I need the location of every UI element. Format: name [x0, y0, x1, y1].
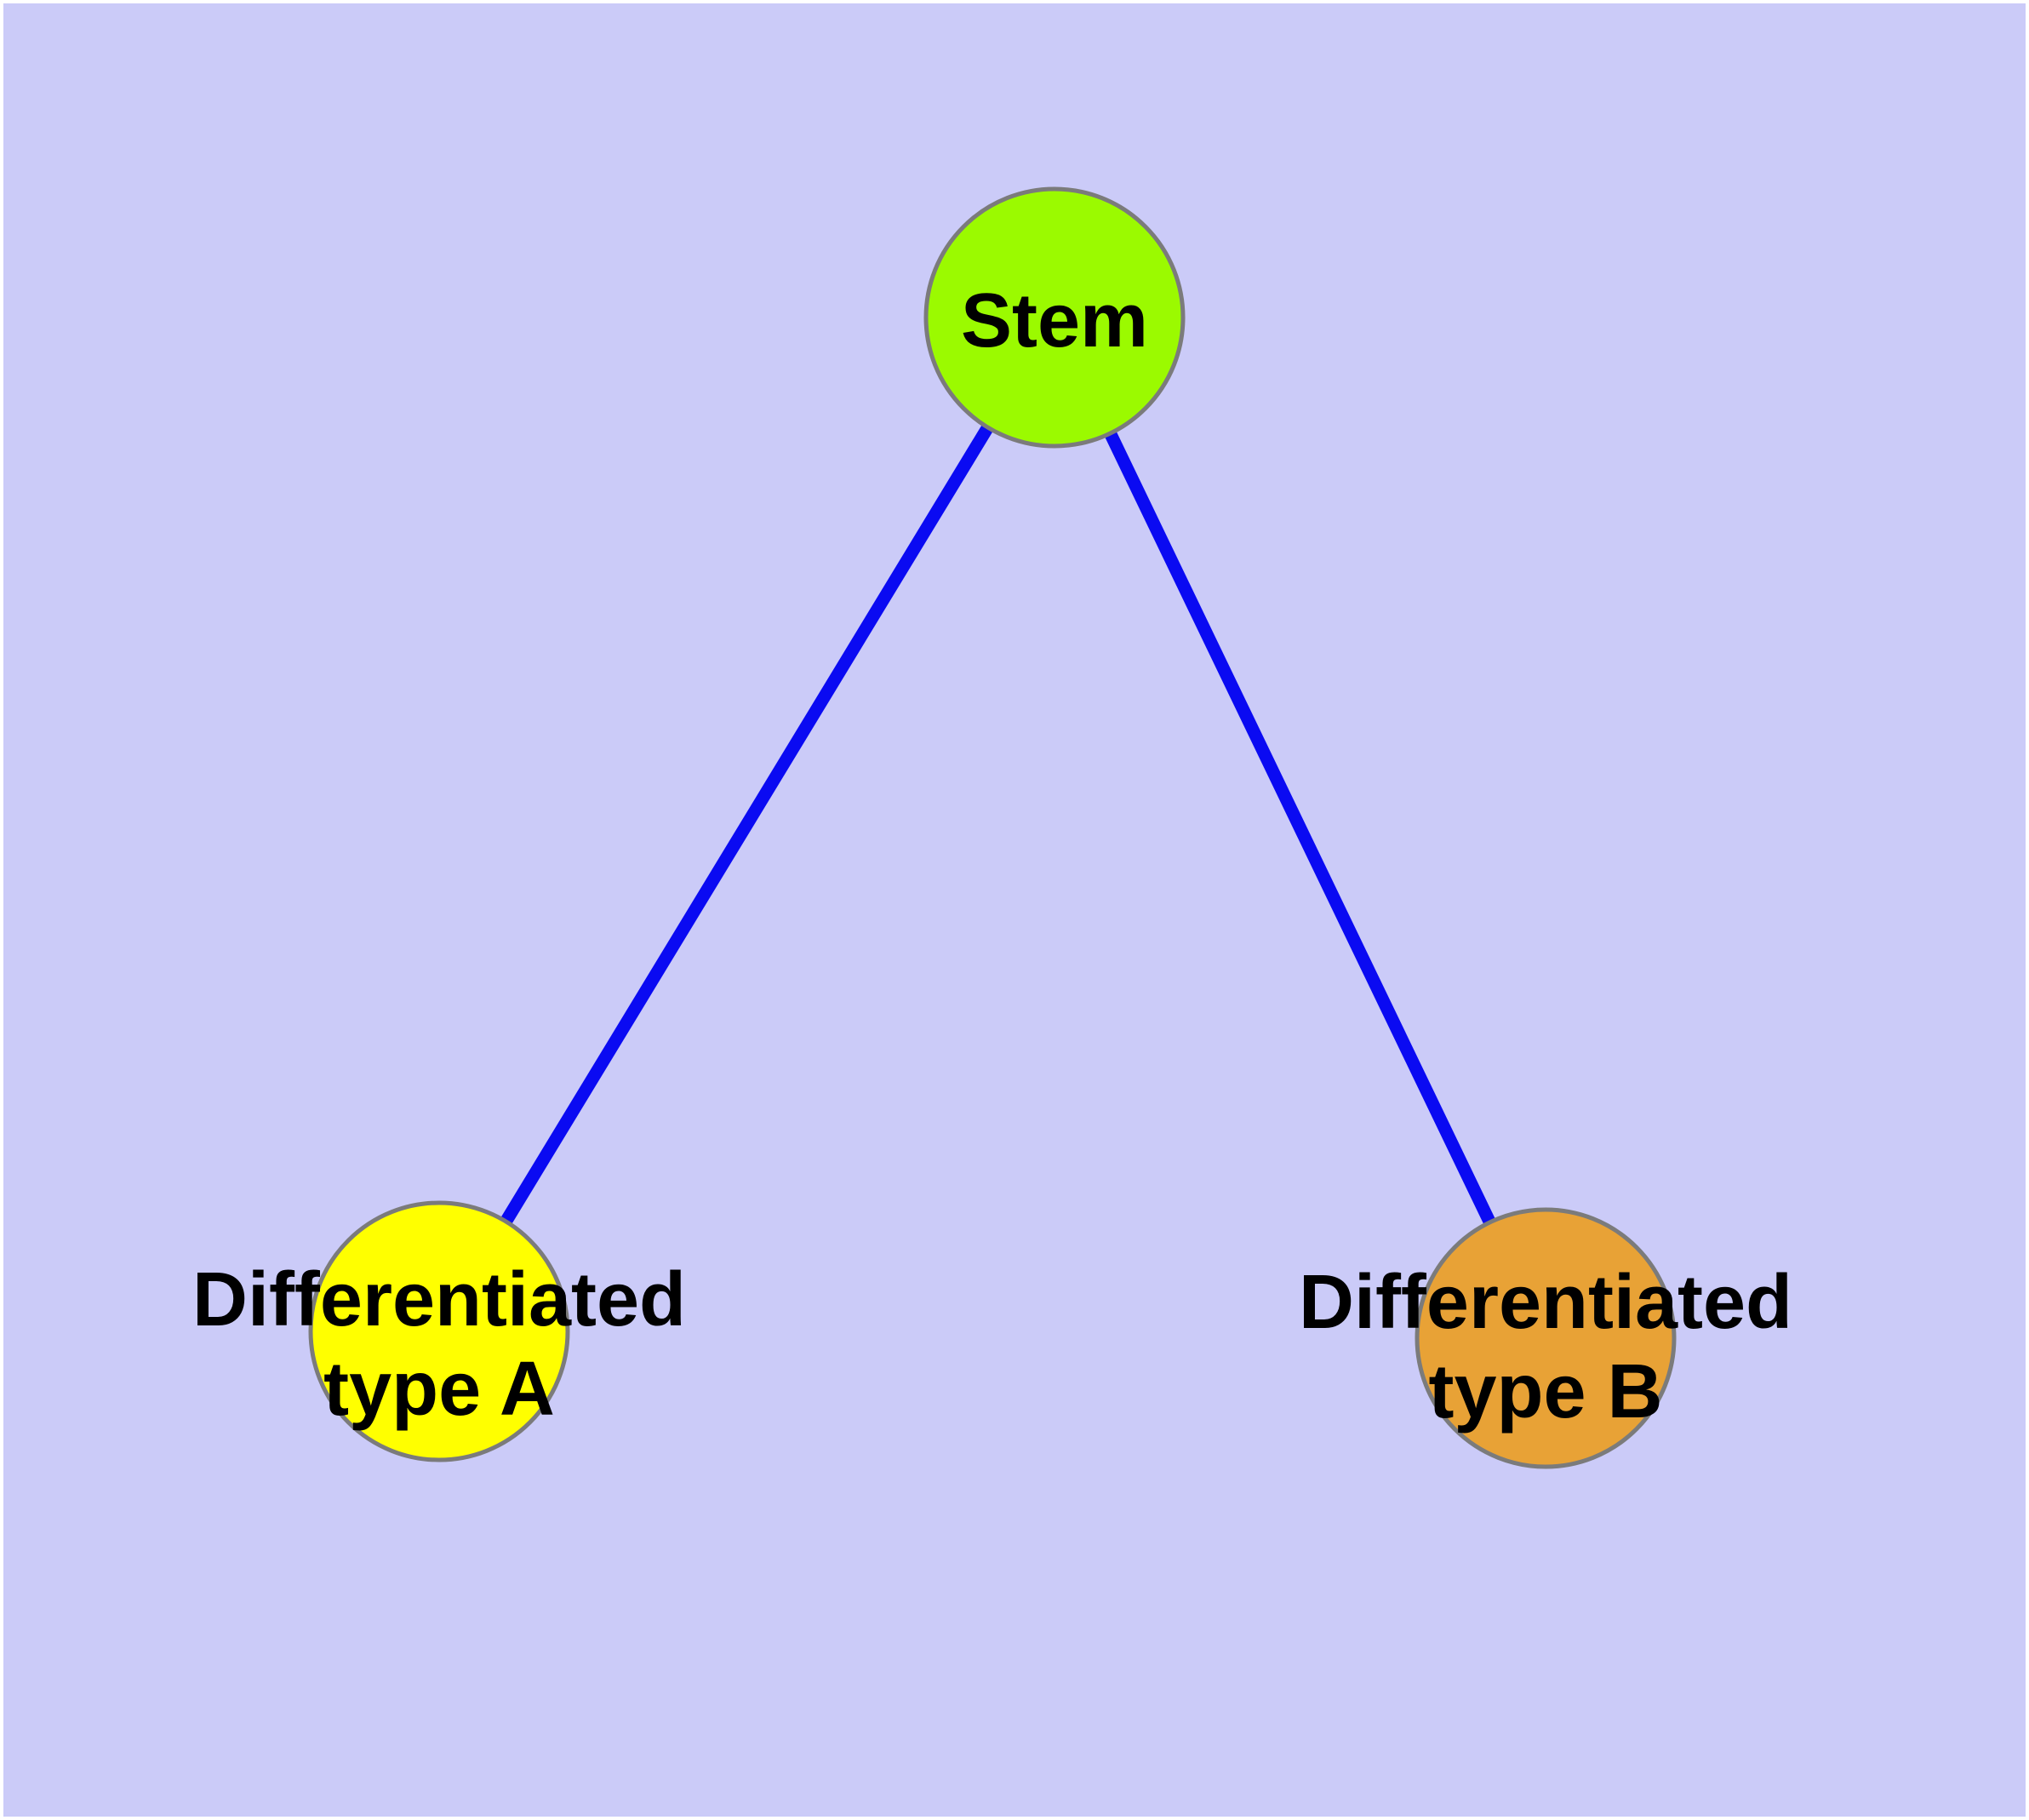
node-stem-label: Stem	[961, 278, 1148, 363]
node-differentiated-a	[308, 1200, 570, 1462]
node-differentiated-b-label-line1: Differentiated	[1299, 1260, 1792, 1345]
edge-stem-to-differentiated-b	[1049, 314, 1552, 1342]
edge-stem-to-differentiated-a	[433, 314, 1060, 1335]
node-differentiated-a-label-line1: Differentiated	[192, 1257, 686, 1342]
node-stem	[923, 186, 1186, 449]
node-differentiated-a-label-line2: type A	[323, 1347, 555, 1432]
node-differentiated-b	[1415, 1207, 1677, 1469]
node-differentiated-b-label-line2: type B	[1428, 1349, 1662, 1434]
